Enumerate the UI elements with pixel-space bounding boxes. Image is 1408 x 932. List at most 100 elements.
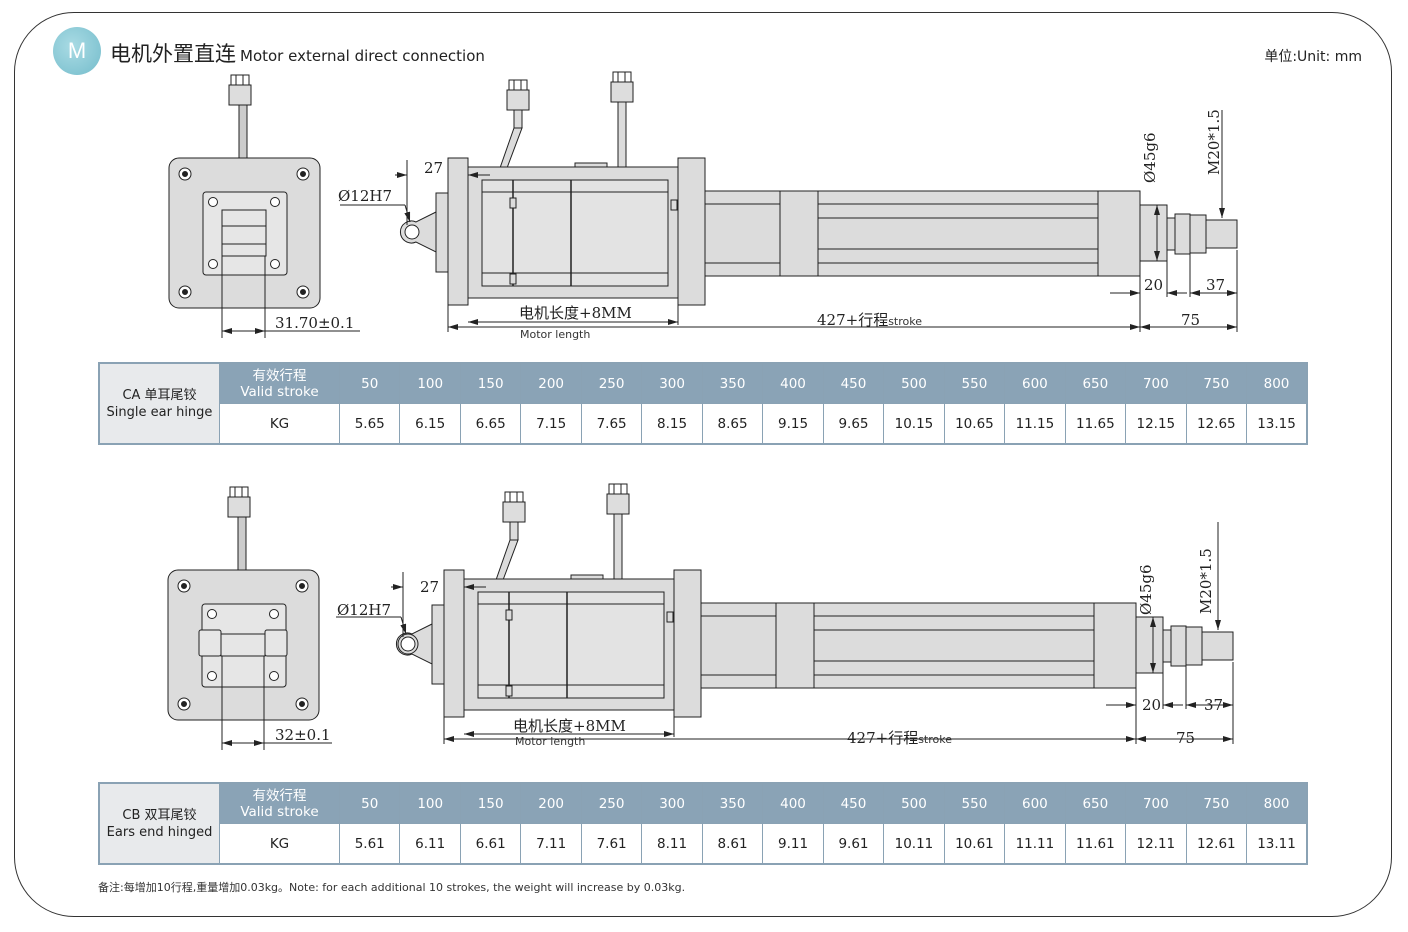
stroke-cell: 750 [1185, 362, 1248, 404]
stroke-header-cn: 有效行程 [252, 367, 307, 384]
stroke-cell: 650 [1064, 362, 1127, 404]
type-cn: CB 双耳尾铰 [122, 807, 197, 823]
hole-dim: Ø12H7 [338, 187, 392, 205]
weight-cell: 8.15 [641, 403, 703, 445]
weight-cell: 13.11 [1246, 823, 1308, 865]
stroke-cell: 150 [459, 362, 522, 404]
stroke-cell: 250 [580, 782, 643, 824]
dim-37: 37 [1204, 696, 1223, 714]
weight-cell: 8.61 [701, 823, 764, 865]
stroke-cell: 500 [883, 362, 945, 404]
stroke-cell: 200 [520, 782, 582, 824]
weight-cell: 13.15 [1246, 403, 1308, 445]
total-length-en: stroke [888, 315, 922, 328]
weight-cell: 6.61 [459, 823, 522, 865]
stroke-cell: 300 [641, 362, 703, 404]
stroke-cell: 500 [883, 782, 945, 824]
weight-cell: 11.11 [1004, 823, 1066, 865]
end-view-b [168, 487, 319, 720]
weight-cell: 9.65 [822, 403, 885, 445]
weight-cell: 12.15 [1125, 403, 1187, 445]
end-width-dim: 31.70±0.1 [275, 314, 354, 332]
total-length-en: stroke [918, 733, 952, 746]
weight-cell: 5.65 [338, 403, 401, 445]
stroke-cell: 50 [338, 362, 401, 404]
stroke-header-en: Valid stroke [240, 803, 319, 820]
weight-cell: 9.11 [762, 823, 824, 865]
stroke-cell: 350 [701, 362, 764, 404]
stroke-cell: 300 [641, 782, 703, 824]
stroke-cell: 50 [338, 782, 401, 824]
title-en: Motor external direct connection [240, 47, 485, 65]
stroke-cell: 450 [822, 362, 885, 404]
dim-20: 20 [1142, 696, 1161, 714]
end-dim-b: 32±0.1 [221, 656, 332, 750]
stroke-cell: 400 [762, 362, 824, 404]
stroke-cell: 750 [1185, 782, 1248, 824]
motor-length-en: Motor length [520, 328, 590, 341]
total-length-cn: 427+行程 [847, 729, 918, 747]
dim-75: 75 [1181, 311, 1200, 329]
stroke-cell: 650 [1064, 782, 1127, 824]
unit-label: 单位:Unit: mm [1264, 49, 1362, 65]
weight-cell: 12.11 [1125, 823, 1187, 865]
weight-cell: 11.61 [1064, 823, 1127, 865]
dim-20: 20 [1144, 276, 1163, 294]
thread-dim: M20*1.5 [1205, 109, 1223, 175]
stroke-cell: 600 [1004, 362, 1066, 404]
weight-cell: 11.65 [1064, 403, 1127, 445]
weight-cell: 6.11 [399, 823, 461, 865]
rod-dia-dim: Ø45g6 [1137, 564, 1155, 615]
weight-cell: 10.15 [883, 403, 945, 445]
hole-dim: Ø12H7 [337, 601, 391, 619]
weight-cell: 6.15 [399, 403, 461, 445]
stroke-cell: 700 [1125, 782, 1187, 824]
weight-cell: 7.65 [580, 403, 643, 445]
weight-cell: 8.65 [701, 403, 764, 445]
weight-cell: 5.61 [338, 823, 401, 865]
weight-cell: 7.15 [520, 403, 582, 445]
stroke-cell: 800 [1246, 362, 1308, 404]
stroke-cell: 800 [1246, 782, 1308, 824]
stroke-cell: 600 [1004, 782, 1066, 824]
weight-cell: 6.65 [459, 403, 522, 445]
side-view-b: 27 Ø12H7 Ø45g6 M20*1.5 20 37 75 电机长度+8MM… [336, 484, 1233, 748]
stroke-header-cn: 有效行程 [252, 787, 307, 804]
type-en: Single ear hinge [106, 404, 213, 420]
weight-cell: 7.61 [580, 823, 643, 865]
weight-cell: 10.65 [943, 403, 1006, 445]
stroke-header-en: Valid stroke [240, 383, 319, 400]
title-cn: 电机外置直连 [110, 42, 236, 66]
stroke-cell: 550 [943, 782, 1006, 824]
weight-cell: 10.11 [883, 823, 945, 865]
weight-cell: 12.61 [1185, 823, 1248, 865]
stroke-cell: 150 [459, 782, 522, 824]
dim-37: 37 [1206, 276, 1225, 294]
unit-cell: KG [219, 823, 340, 865]
offset-dim: 27 [424, 159, 443, 177]
unit-cell: KG [219, 403, 340, 445]
weight-cell: 12.65 [1185, 403, 1248, 445]
end-width-dim: 32±0.1 [275, 726, 331, 744]
footnote: 备注:每增加10行程,重量增加0.03kg。Note: for each add… [98, 881, 686, 894]
weight-cell: 7.11 [520, 823, 582, 865]
rod-dia-dim: Ø45g6 [1141, 132, 1159, 183]
section-badge: M [53, 27, 101, 75]
end-view-a: 31.70±0.1 [169, 75, 360, 338]
stroke-cell: 400 [762, 782, 824, 824]
thread-dim: M20*1.5 [1197, 548, 1215, 614]
motor-length-cn: 电机长度+8MM [513, 717, 626, 735]
motor-length-cn: 电机长度+8MM [519, 304, 632, 322]
stroke-cell: 700 [1125, 362, 1187, 404]
stroke-cell: 200 [520, 362, 582, 404]
page-frame [14, 12, 1392, 917]
weight-cell: 9.15 [762, 403, 824, 445]
weight-cell: 8.11 [641, 823, 703, 865]
